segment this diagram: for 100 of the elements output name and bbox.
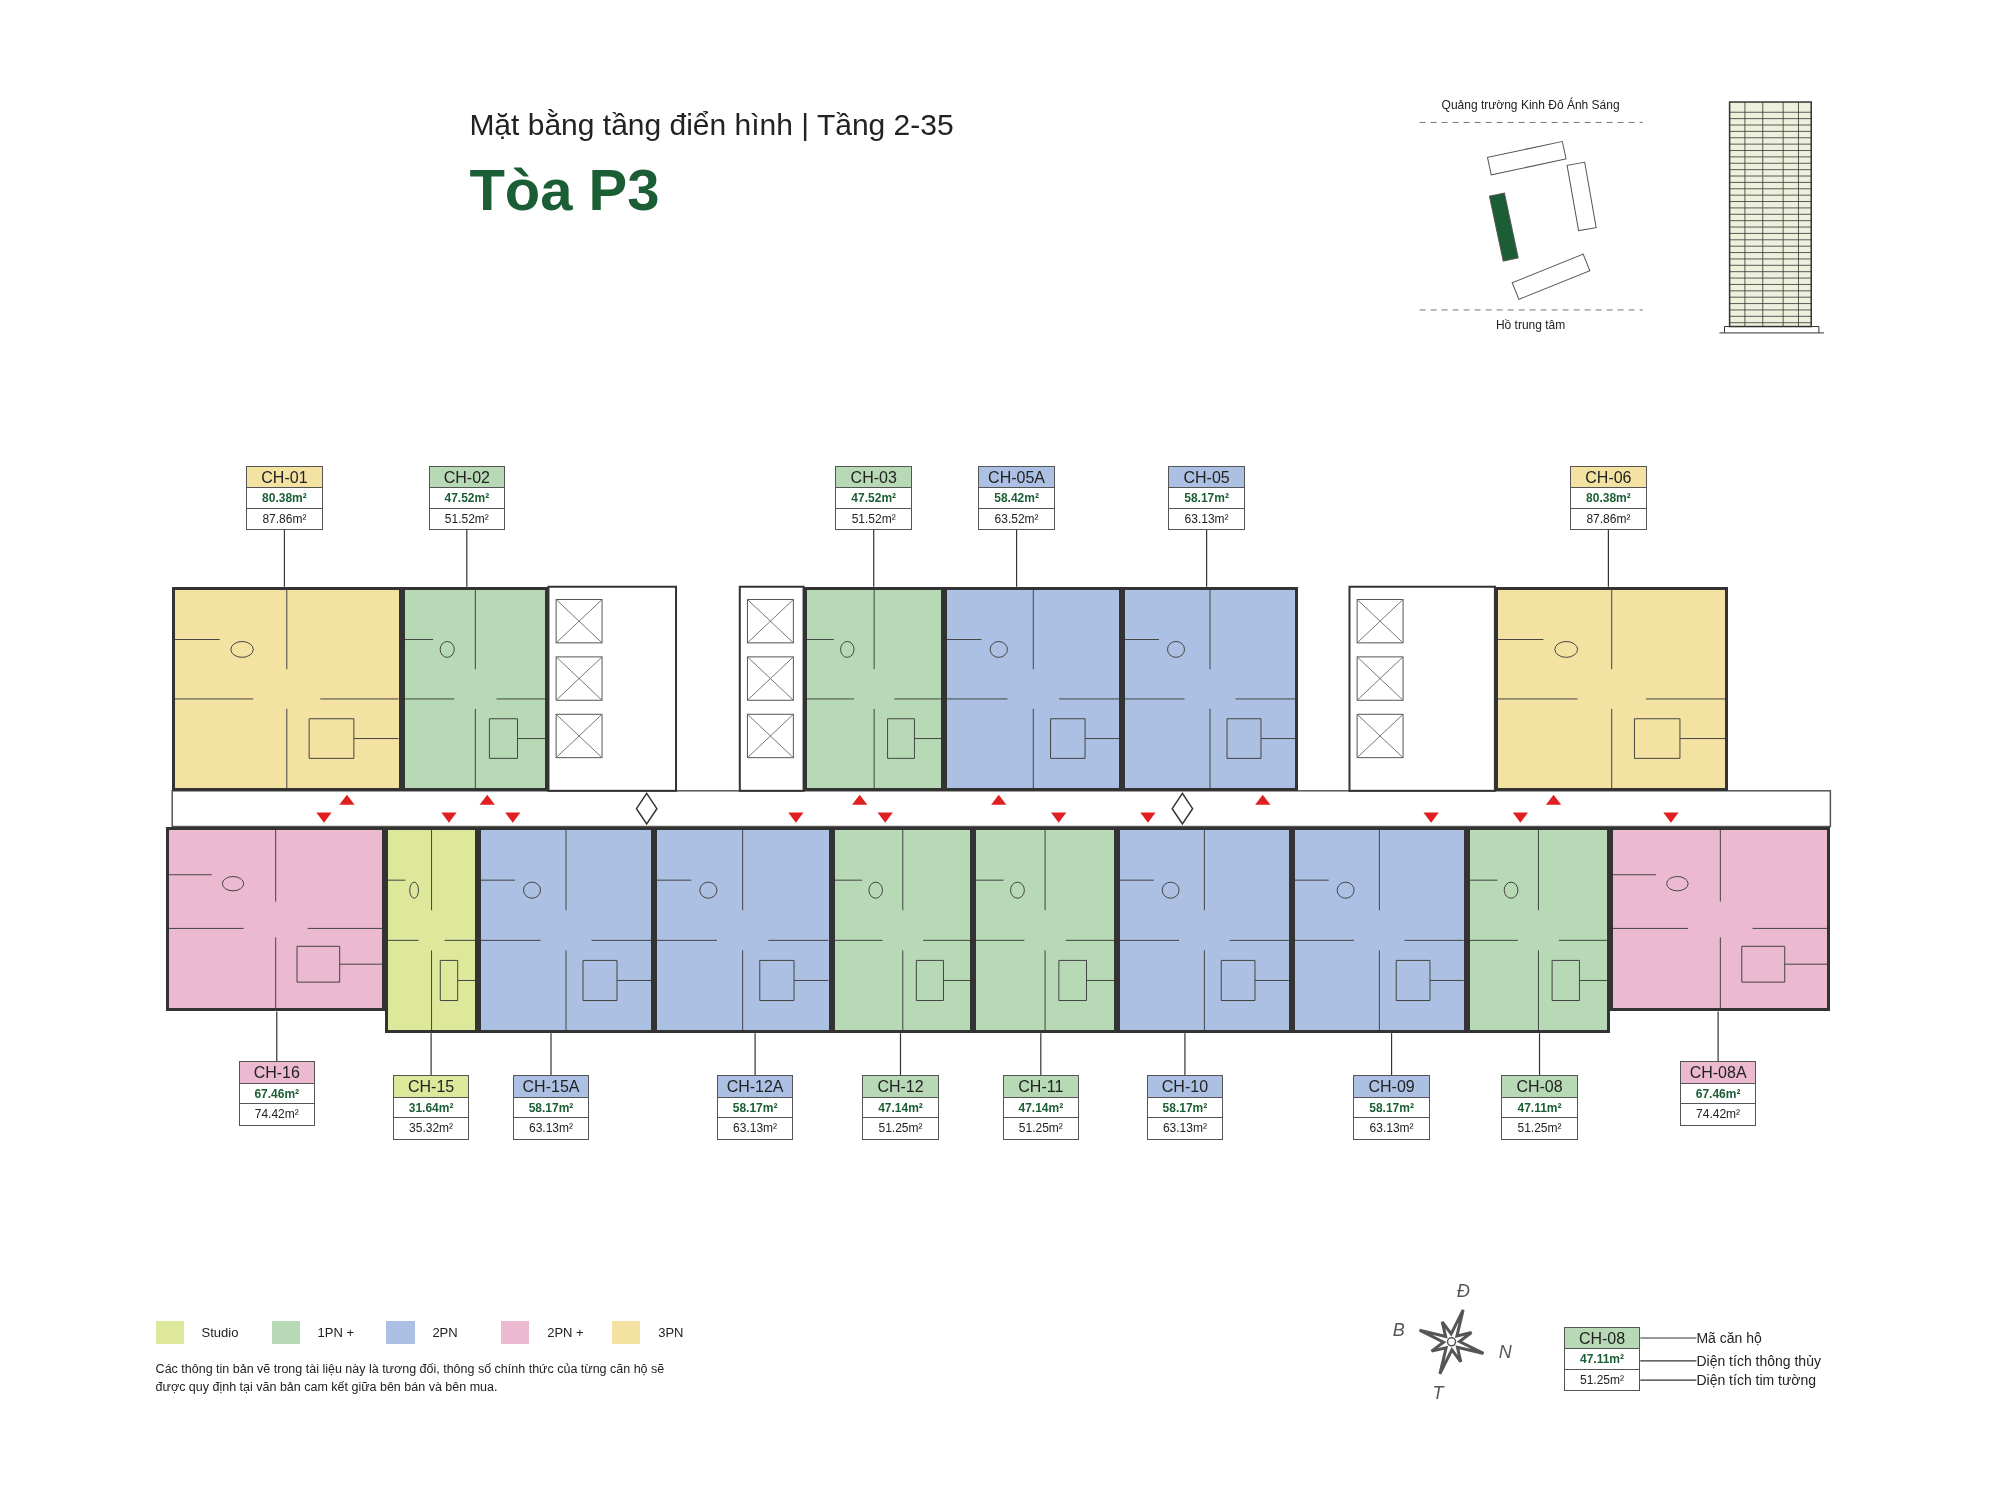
leader-line	[1040, 1032, 1042, 1076]
unit-code: CH-09	[1354, 1076, 1429, 1098]
apartment-unit	[803, 586, 944, 791]
unit-code: CH-12A	[717, 1076, 793, 1098]
disclaimer-note: Các thông tin bản vẽ trong tài liệu này là tương đối, thông số chính thức của từng căn hộ sẽ được quy định tại văn bản cam kết giữa bên bán và bên mua.	[155, 1360, 666, 1396]
unit-label-tag	[428, 465, 506, 531]
key-description: Diện tích thông thủy	[1696, 1351, 1821, 1370]
gross-area-value: 51.52m²	[850, 510, 897, 528]
leader-line	[1717, 1010, 1719, 1062]
compass-letter: Đ	[1456, 1280, 1470, 1302]
gross-area-value: 63.52m²	[993, 510, 1040, 528]
net-area-value: 47.52m²	[429, 488, 505, 509]
gross-area-value: 51.25m²	[1579, 1371, 1626, 1389]
key-description: Mã căn hộ	[1696, 1329, 1762, 1347]
unit-label-tag	[1501, 1075, 1578, 1140]
gross-area-value: 63.13m²	[528, 1120, 574, 1138]
net-area-value: 47.14m²	[1003, 1097, 1079, 1119]
title-text: Tòa P3	[469, 155, 660, 223]
key-description: Diện tích tim tường	[1696, 1371, 1817, 1390]
place-label: Quảng trường Kinh Đô Ánh Sáng	[1441, 98, 1620, 113]
unit-code: CH-11	[1003, 1076, 1079, 1098]
leader-line	[1206, 529, 1208, 588]
legend-label: Studio	[201, 1325, 239, 1341]
leader-line	[550, 1032, 552, 1076]
gross-area-value: 74.42m²	[1695, 1106, 1742, 1124]
unit-code: CH-08A	[1680, 1062, 1756, 1084]
unit-label-tag	[1570, 465, 1647, 531]
gross-area-value: 63.13m²	[1161, 1120, 1208, 1138]
net-area-value: 47.11m²	[1564, 1349, 1640, 1370]
net-area-value: 80.38m²	[247, 488, 322, 509]
net-area-value: 58.17m²	[1354, 1097, 1429, 1119]
net-area-value: 47.11m²	[1502, 1097, 1577, 1119]
apartment-unit	[1466, 826, 1610, 1034]
leader-line	[1639, 1379, 1697, 1381]
apartment-unit	[401, 586, 549, 791]
apartment-unit	[1609, 826, 1831, 1012]
net-area-value: 58.17m²	[717, 1097, 793, 1119]
unit-code: CH-15	[393, 1076, 469, 1098]
leader-line	[899, 1032, 902, 1076]
unit-label-tag	[238, 1061, 316, 1126]
leader-line	[430, 1032, 432, 1076]
net-area-value: 58.17m²	[513, 1097, 589, 1119]
unit-label-tag	[862, 1075, 939, 1140]
net-area-value: 67.46m²	[239, 1083, 315, 1105]
gross-area-value: 51.25m²	[1516, 1120, 1563, 1138]
apartment-unit	[478, 826, 655, 1034]
unit-code: CH-15A	[513, 1076, 589, 1098]
gross-area-value: 63.13m²	[1183, 510, 1230, 528]
unit-code: CH-02	[429, 466, 505, 489]
legend-label: 1PN +	[317, 1325, 355, 1341]
leader-line	[1390, 1032, 1393, 1076]
unit-label-tag	[1353, 1075, 1430, 1140]
leader-line	[276, 1010, 278, 1062]
apartment-unit	[385, 826, 479, 1034]
net-area-value: 47.14m²	[863, 1097, 938, 1119]
apartment-unit	[654, 826, 832, 1034]
unit-code: CH-03	[836, 466, 911, 489]
leader-line	[1639, 1360, 1697, 1362]
leader-line	[754, 1032, 756, 1076]
unit-label-tag	[512, 1075, 590, 1140]
gross-area-value: 87.86m²	[1585, 510, 1632, 528]
net-area-value: 67.46m²	[1680, 1083, 1756, 1105]
apartment-unit	[1117, 826, 1293, 1034]
unit-code: CH-08	[1564, 1327, 1640, 1350]
compass-letter: T	[1432, 1382, 1444, 1404]
compass-letter: B	[1392, 1320, 1405, 1342]
unit-code: CH-06	[1571, 466, 1646, 489]
gross-area-value: 63.13m²	[1368, 1120, 1415, 1138]
net-area-value: 58.42m²	[979, 488, 1054, 509]
gross-area-value: 51.52m²	[443, 510, 490, 528]
apartment-unit	[1494, 586, 1729, 791]
net-area-value: 80.38m²	[1571, 488, 1646, 509]
apartment-unit	[165, 826, 386, 1012]
gross-area-value: 35.32m²	[408, 1120, 455, 1138]
unit-code: CH-05	[1169, 466, 1244, 489]
unit-label-tag	[1146, 1075, 1224, 1140]
apartment-unit	[172, 586, 402, 791]
unit-label-tag	[1679, 1061, 1757, 1126]
gross-area-value: 51.25m²	[1017, 1120, 1064, 1138]
net-area-value: 31.64m²	[393, 1097, 469, 1119]
apartment-unit	[1122, 586, 1299, 791]
apartment-unit	[1292, 826, 1467, 1034]
unit-label-tag	[392, 1075, 470, 1140]
leader-line	[1015, 529, 1018, 588]
unit-label-tag	[246, 465, 323, 531]
apartment-unit	[831, 826, 974, 1034]
gross-area-value: 51.25m²	[877, 1120, 924, 1138]
subtitle-text: Mặt bằng tầng điển hình | Tầng 2-35	[469, 108, 954, 143]
unit-code: CH-05A	[979, 466, 1054, 489]
legend-label: 2PN +	[547, 1325, 584, 1341]
leader-line	[466, 529, 468, 588]
apartment-unit	[943, 586, 1123, 791]
leader-line	[1639, 1337, 1697, 1339]
apartment-unit	[973, 826, 1118, 1034]
unit-label-tag	[1002, 1075, 1080, 1140]
legend-label: 2PN	[432, 1325, 458, 1341]
unit-label-tag	[1563, 1326, 1641, 1391]
leader-line	[283, 529, 286, 588]
net-area-value: 58.17m²	[1147, 1097, 1223, 1119]
legend-label: 3PN	[658, 1325, 684, 1341]
